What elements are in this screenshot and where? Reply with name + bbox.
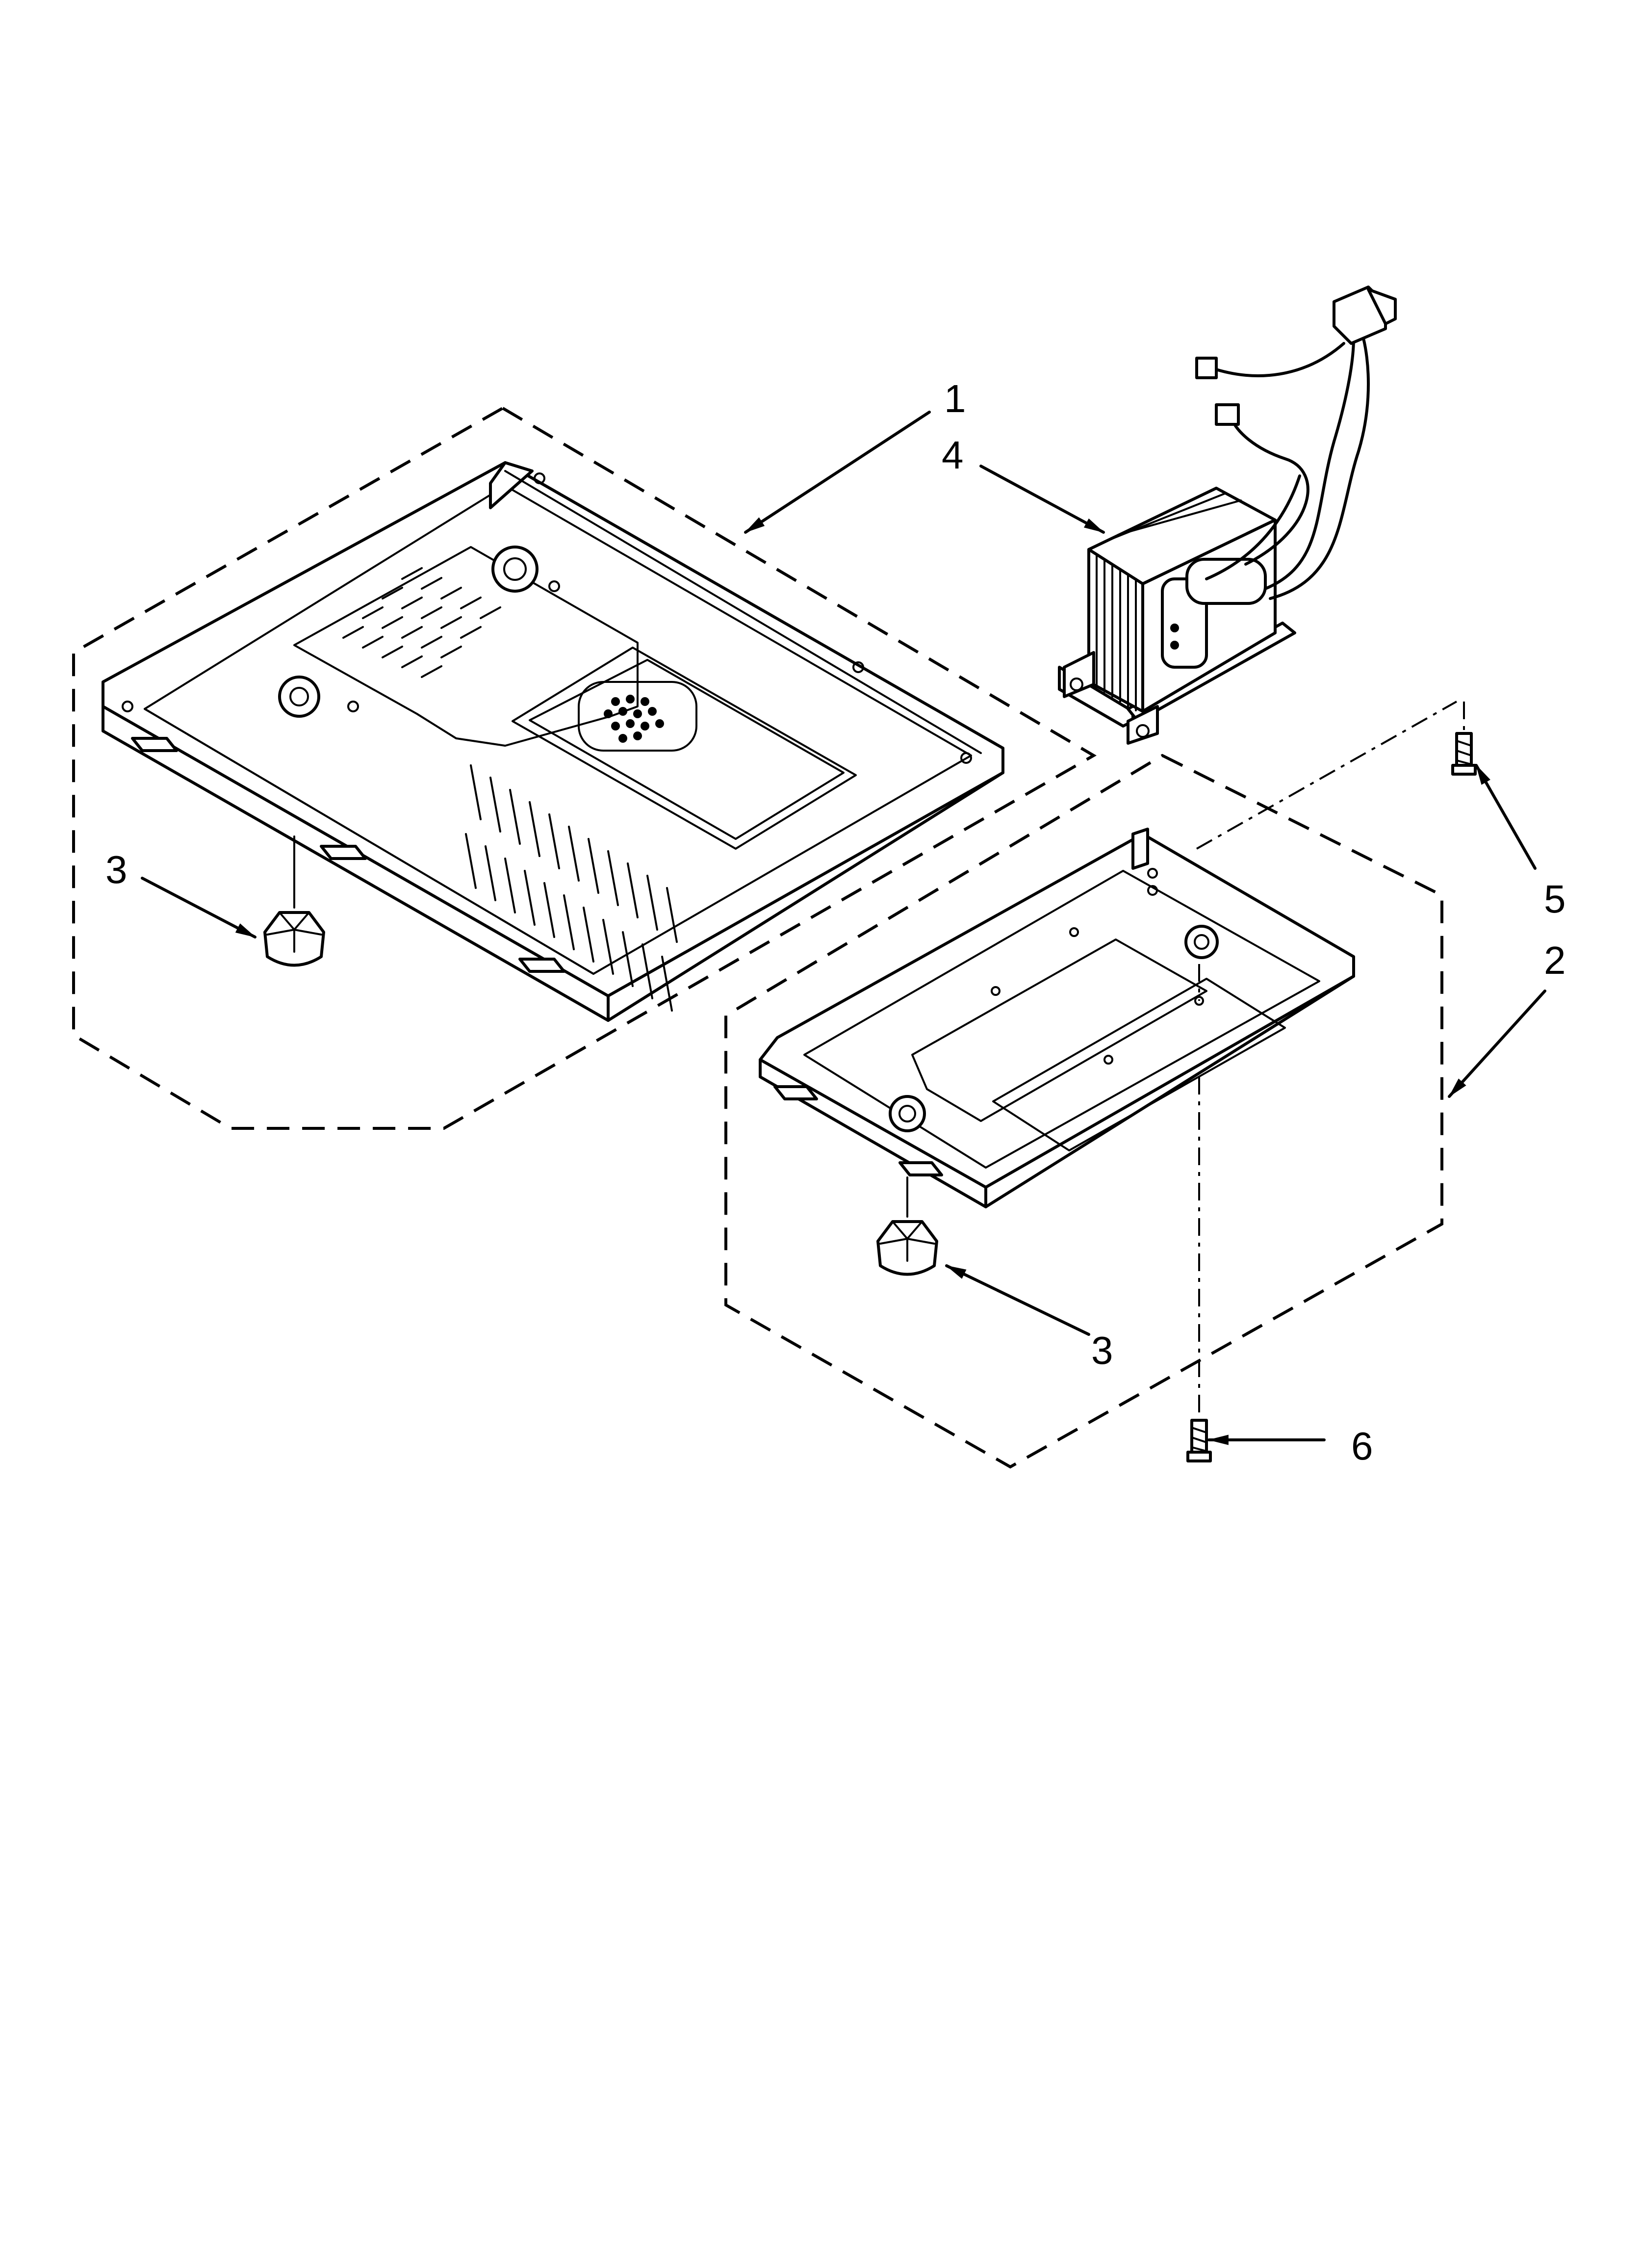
callout-5: 5 (1544, 877, 1566, 921)
base-plate-part-1 (102, 461, 1004, 1022)
screw-part-5 (1451, 702, 1477, 776)
assembly-1-boundary (72, 406, 1097, 1130)
vent-louvers-top (342, 567, 501, 678)
assembly-1-group (72, 406, 1097, 1130)
transformer-part-4 (1058, 286, 1397, 745)
callout-1: 1 (944, 377, 966, 420)
assembly-2-boundary (724, 754, 1443, 1469)
assembly-2-group (724, 701, 1457, 1469)
grommet-part-3-left (263, 835, 325, 967)
callout-leaders (141, 411, 1546, 1445)
callout-3-right: 3 (1091, 1329, 1113, 1372)
callout-2: 2 (1544, 938, 1566, 982)
grommet-part-3-right (876, 1176, 938, 1276)
vent-louvers-front (465, 764, 678, 1012)
callout-4: 4 (942, 433, 964, 477)
screw-part-6 (1186, 1077, 1212, 1462)
callout-6: 6 (1351, 1424, 1373, 1468)
mounting-plate-part-2 (759, 828, 1355, 1208)
callout-3-left: 3 (105, 848, 128, 891)
